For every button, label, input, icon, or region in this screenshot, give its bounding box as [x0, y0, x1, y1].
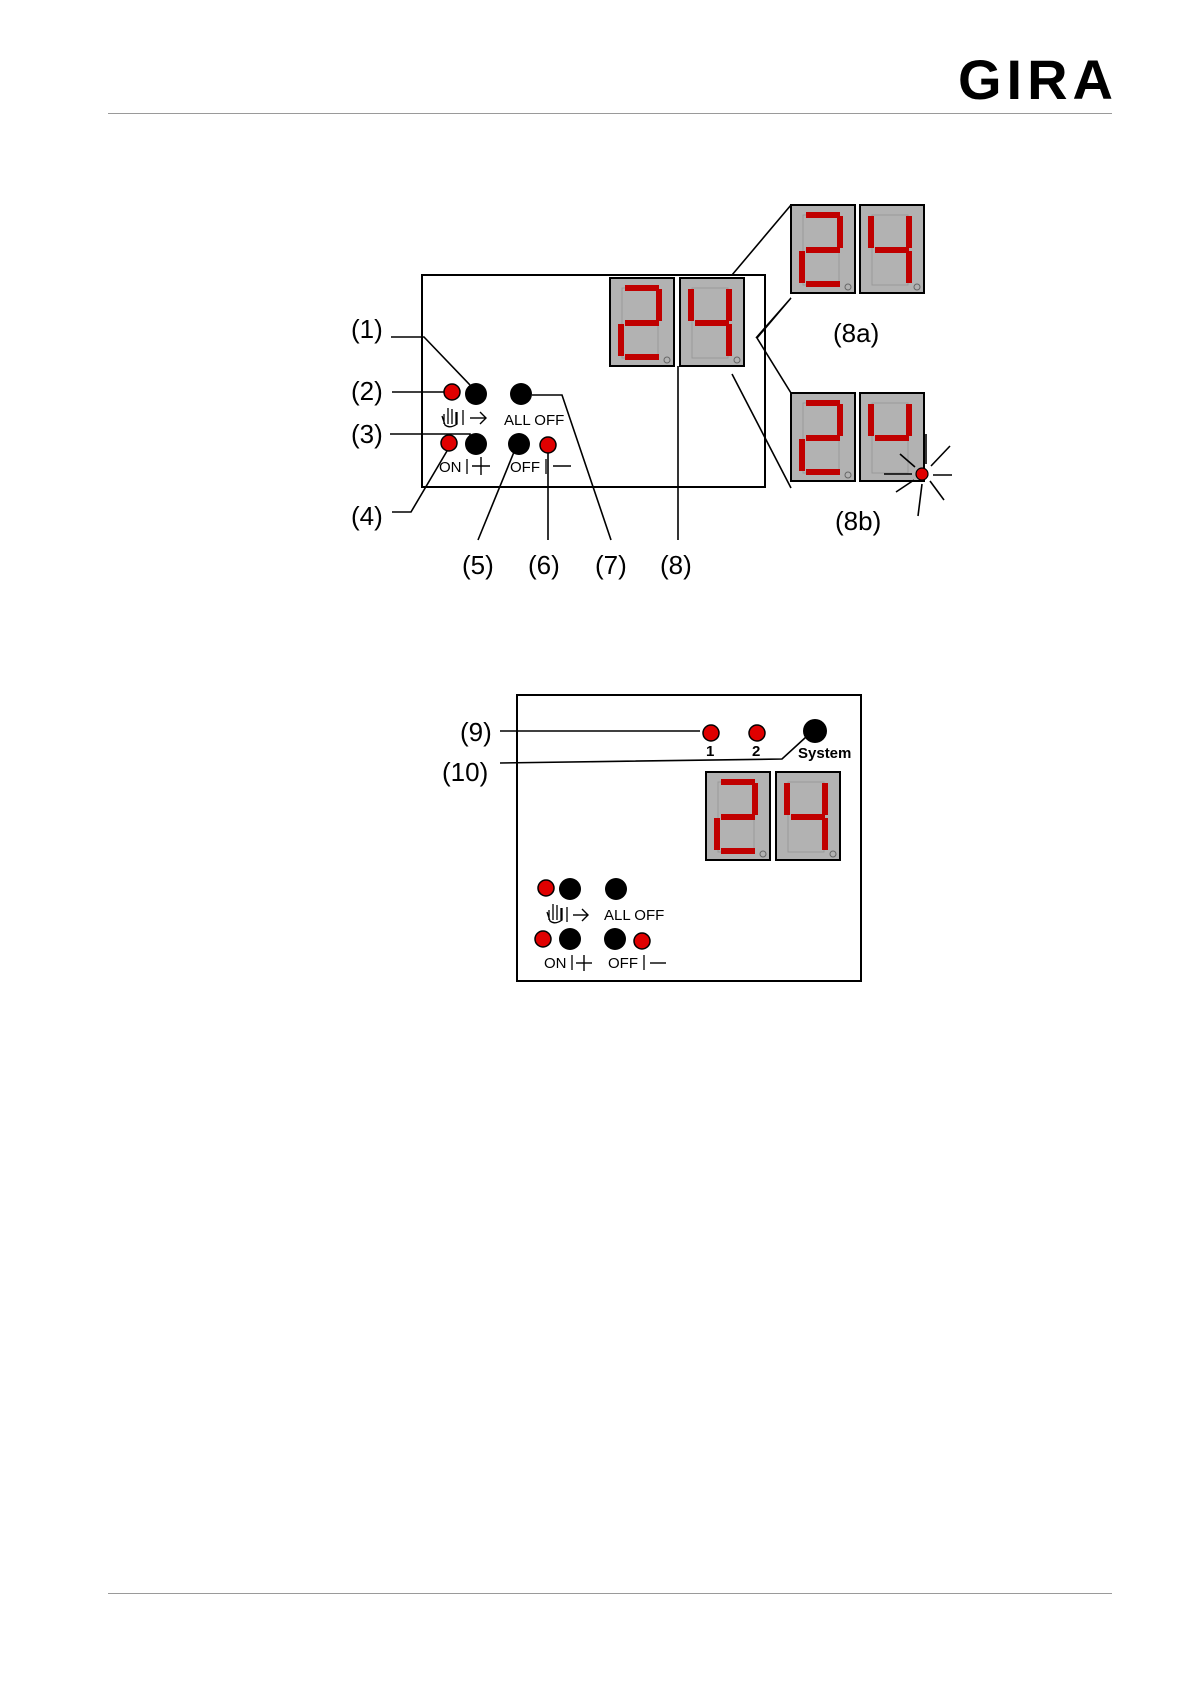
plus-icon	[576, 955, 592, 971]
hand-icon	[442, 408, 457, 427]
led-on-2	[535, 931, 551, 947]
callout-2: (2)	[351, 376, 383, 406]
off-label-1: OFF	[510, 459, 540, 476]
all-off-label-1: ALL OFF	[504, 412, 564, 429]
system-button[interactable]	[803, 719, 827, 743]
all-off-button-2[interactable]	[605, 878, 627, 900]
figure-2: 1 2 System ALL OFF ON OFF	[442, 695, 861, 981]
hand-icon	[547, 904, 562, 923]
arrow-right-icon	[573, 909, 588, 921]
led-1	[703, 725, 719, 741]
led-2-indicator	[749, 725, 765, 741]
off-label-2: OFF	[608, 955, 638, 972]
callout-8: (8)	[660, 550, 692, 580]
callout-4: (4)	[351, 501, 383, 531]
callout-7: (7)	[595, 550, 627, 580]
callout-8b: (8b)	[835, 506, 881, 536]
on-label-2: ON	[544, 955, 567, 972]
seven-segment-display	[610, 278, 744, 366]
callout-3: (3)	[351, 419, 383, 449]
seven-segment-display-8a	[791, 205, 924, 293]
callout-8a: (8a)	[833, 318, 879, 348]
arrow-right-icon	[470, 412, 486, 424]
figure-1: ALL OFF ON OFF (1) (2) (3) (4) (5) (6)	[351, 205, 952, 580]
manual-button[interactable]	[465, 383, 487, 405]
blinking-dot	[916, 468, 928, 480]
plus-icon	[472, 457, 490, 475]
led-off-2	[634, 933, 650, 949]
callout-6: (6)	[528, 550, 560, 580]
led-1-label: 1	[706, 743, 714, 760]
callout-10: (10)	[442, 757, 488, 787]
all-off-label-2: ALL OFF	[604, 907, 664, 924]
manual-button-2[interactable]	[559, 878, 581, 900]
on-label-1: ON	[439, 459, 462, 476]
seven-segment-display-8b	[791, 393, 952, 516]
led-2-label: 2	[752, 743, 760, 760]
callout-1: (1)	[351, 314, 383, 344]
led-4	[441, 435, 457, 451]
callout-lines	[390, 337, 678, 540]
all-off-button[interactable]	[510, 383, 532, 405]
callout-5: (5)	[462, 550, 494, 580]
callout-9: (9)	[460, 717, 492, 747]
system-label: System	[798, 745, 851, 762]
on-button-2[interactable]	[559, 928, 581, 950]
off-button-2[interactable]	[604, 928, 626, 950]
led-2	[444, 384, 460, 400]
led-manual-2	[538, 880, 554, 896]
on-button[interactable]	[465, 433, 487, 455]
off-button[interactable]	[508, 433, 530, 455]
led-6	[540, 437, 556, 453]
seven-segment-display-2	[706, 772, 840, 860]
